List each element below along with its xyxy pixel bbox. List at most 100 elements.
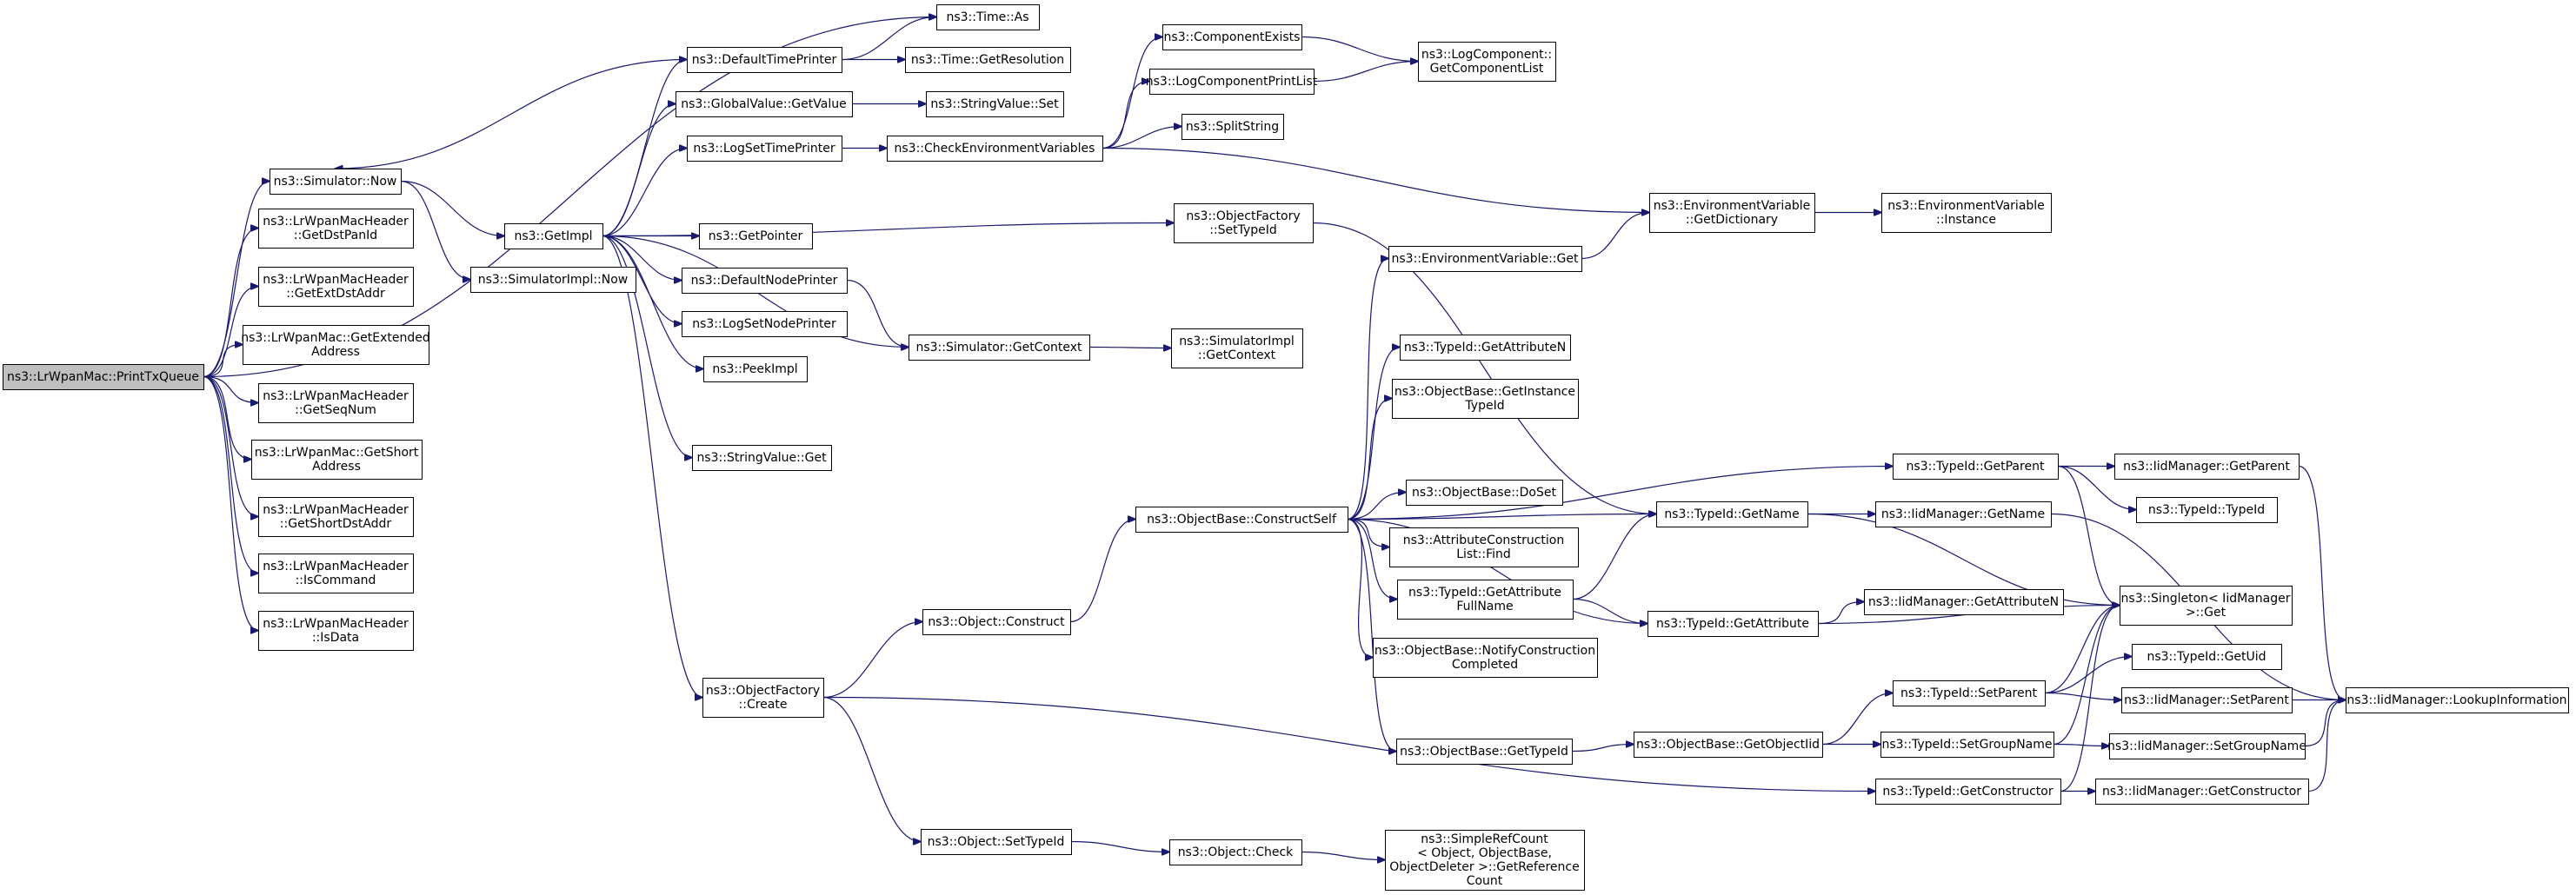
node-ns3-simulatorimpl-getcontext[interactable]: ns3::SimulatorImpl::GetContext: [1171, 328, 1303, 368]
edge-constructself-to-attrconstructionfind: [1347, 518, 1389, 547]
node-ns3-logsetnodeprinter[interactable]: ns3::LogSetNodePrinter: [682, 311, 848, 337]
node-box: [887, 136, 1103, 162]
node-ns3-iidmanager-setparent[interactable]: ns3::IidManager::SetParent: [2121, 687, 2293, 713]
node-box: [936, 4, 1040, 30]
node-ns3-objectfactory-settypeid[interactable]: ns3::ObjectFactory::SetTypeId: [1174, 203, 1314, 243]
node-ns3-typeid-setgroupname[interactable]: ns3::TypeId::SetGroupName: [1880, 732, 2054, 758]
node-ns3-componentexists[interactable]: ns3::ComponentExists: [1162, 24, 1302, 50]
node-box: [922, 609, 1071, 635]
node-ns3-objectbase-constructself[interactable]: ns3::ObjectBase::ConstructSelf: [1135, 507, 1348, 533]
node-ns3-simplerefcount-object-objectbase-objectdeleter-getreferencecount[interactable]: ns3::SimpleRefCount< Object, ObjectBase,…: [1385, 830, 1585, 891]
node-ns3-objectbase-getobjectiid[interactable]: ns3::ObjectBase::GetObjectIid: [1634, 732, 1823, 758]
node-label: ::GetContext: [1198, 348, 1276, 362]
node-ns3-globalvalue-getvalue[interactable]: ns3::GlobalValue::GetValue: [676, 91, 853, 117]
node-ns3-environmentvariable-get[interactable]: ns3::EnvironmentVariable::Get: [1388, 246, 1582, 272]
node-ns3-stringvalue-set[interactable]: ns3::StringValue::Set: [926, 91, 1064, 117]
node-box: [676, 91, 853, 117]
edge-root-to-iscommand: [203, 375, 258, 573]
node-ns3-logcomponentprintlist[interactable]: ns3::LogComponentPrintList: [1146, 69, 1318, 95]
node-label: ns3::IidManager::GetName: [1881, 507, 2045, 521]
node-ns3-iidmanager-setgroupname[interactable]: ns3::IidManager::SetGroupName: [2107, 733, 2306, 759]
node-ns3-typeid-getattribute[interactable]: ns3::TypeId::GetAttribute: [1647, 611, 1819, 637]
node-label: ::IsData: [312, 631, 359, 645]
node-ns3-getimpl[interactable]: ns3::GetImpl: [504, 223, 603, 249]
node-ns3-object-check[interactable]: ns3::Object::Check: [1169, 839, 1302, 865]
node-ns3-lrwpanmacheader-getextdstaddr[interactable]: ns3::LrWpanMacHeader::GetExtDstAddr: [258, 267, 414, 307]
node-box: [1400, 335, 1571, 361]
node-ns3-logsettimeprinter[interactable]: ns3::LogSetTimePrinter: [687, 136, 842, 162]
node-box: [1864, 589, 2064, 615]
node-ns3-checkenvironmentvariables[interactable]: ns3::CheckEnvironmentVariables: [887, 136, 1103, 162]
edge-getimpl-to-defaultnodeprinter: [602, 235, 682, 281]
node-label: ns3::Object::Construct: [928, 615, 1065, 629]
node-ns3-singleton-iidmanager-get[interactable]: ns3::Singleton< IidManager>::Get: [2120, 586, 2293, 626]
node-label: ns3::GetPointer: [709, 229, 803, 243]
node-box: [921, 829, 1072, 855]
node-label: ns3::TypeId::SetGroupName: [1881, 738, 2052, 752]
node-ns3-iidmanager-getconstructor[interactable]: ns3::IidManager::GetConstructor: [2095, 779, 2309, 805]
node-ns3-typeid-getattributen[interactable]: ns3::TypeId::GetAttributeN: [1400, 335, 1571, 361]
edge-logcompprintlist-to-getcomplist: [1313, 62, 1418, 83]
node-ns3-time-getresolution[interactable]: ns3::Time::GetResolution: [905, 47, 1071, 73]
node-ns3-environmentvariable-getdictionary[interactable]: ns3::EnvironmentVariable::GetDictionary: [1649, 193, 1815, 233]
edge-checkenv-to-splitstring: [1102, 127, 1181, 149]
node-ns3-time-as[interactable]: ns3::Time::As: [936, 4, 1040, 30]
node-ns3-lrwpanmacheader-isdata[interactable]: ns3::LrWpanMacHeader::IsData: [258, 611, 414, 651]
node-ns3-logcomponent-getcomponentlist[interactable]: ns3::LogComponent::GetComponentList: [1418, 42, 1556, 82]
node-ns3-lrwpanmac-printtxqueue[interactable]: ns3::LrWpanMac::PrintTxQueue: [3, 364, 204, 390]
node-ns3-peekimpl[interactable]: ns3::PeekImpl: [703, 356, 808, 382]
edge-constructself-to-objbasegettypeid: [1347, 518, 1396, 752]
node-label: ns3::TypeId::GetName: [1664, 507, 1799, 521]
node-ns3-simulatorimpl-now[interactable]: ns3::SimulatorImpl::Now: [470, 267, 636, 293]
node-box: [3, 364, 204, 390]
edge-constructself-to-typeidgetname: [1347, 514, 1656, 520]
node-ns3-object-construct[interactable]: ns3::Object::Construct: [922, 609, 1071, 635]
node-ns3-object-settypeid[interactable]: ns3::Object::SetTypeId: [921, 829, 1072, 855]
node-ns3-simulator-now[interactable]: ns3::Simulator::Now: [270, 169, 402, 195]
node-box: [699, 223, 813, 249]
node-ns3-defaultnodeprinter[interactable]: ns3::DefaultNodePrinter: [682, 268, 848, 294]
node-ns3-typeid-getname[interactable]: ns3::TypeId::GetName: [1656, 501, 1808, 527]
node-ns3-simulator-getcontext[interactable]: ns3::Simulator::GetContext: [909, 335, 1090, 361]
node-label: ns3::LrWpanMacHeader: [263, 273, 409, 287]
edge-checkenv-to-compexists: [1102, 37, 1162, 149]
node-ns3-lrwpanmacheader-getseqnum[interactable]: ns3::LrWpanMacHeader::GetSeqNum: [258, 383, 414, 423]
node-ns3-typeid-getuid[interactable]: ns3::TypeId::GetUid: [2132, 644, 2282, 670]
node-label: ns3::SimulatorImpl: [1179, 335, 1295, 348]
node-ns3-objectfactory-create[interactable]: ns3::ObjectFactory::Create: [702, 678, 824, 718]
node-label: ns3::Simulator::GetContext: [915, 341, 1082, 355]
node-ns3-splitstring[interactable]: ns3::SplitString: [1181, 114, 1284, 140]
node-ns3-iidmanager-lookupinformation[interactable]: ns3::IidManager::LookupInformation: [2346, 687, 2569, 713]
node-ns3-environmentvariable-instance[interactable]: ns3::EnvironmentVariable::Instance: [1881, 193, 2052, 233]
node-ns3-objectbase-gettypeid[interactable]: ns3::ObjectBase::GetTypeId: [1396, 739, 1573, 765]
node-ns3-lrwpanmacheader-getshortdstaddr[interactable]: ns3::LrWpanMacHeader::GetShortDstAddr: [258, 497, 414, 537]
node-ns3-getpointer[interactable]: ns3::GetPointer: [699, 223, 813, 249]
node-ns3-lrwpanmacheader-iscommand[interactable]: ns3::LrWpanMacHeader::IsCommand: [258, 554, 414, 593]
node-ns3-objectbase-notifyconstructioncompleted[interactable]: ns3::ObjectBase::NotifyConstructionCompl…: [1373, 638, 1598, 678]
node-ns3-typeid-setparent[interactable]: ns3::TypeId::SetParent: [1893, 680, 2046, 706]
node-ns3-iidmanager-getattributen[interactable]: ns3::IidManager::GetAttributeN: [1864, 589, 2064, 615]
node-ns3-iidmanager-getparent[interactable]: ns3::IidManager::GetParent: [2114, 454, 2300, 480]
node-label: ns3::IidManager::LookupInformation: [2346, 693, 2566, 707]
node-ns3-typeid-typeid[interactable]: ns3::TypeId::TypeId: [2136, 497, 2278, 523]
node-ns3-typeid-getconstructor[interactable]: ns3::TypeId::GetConstructor: [1875, 779, 2061, 805]
node-ns3-lrwpanmacheader-getdstpanid[interactable]: ns3::LrWpanMacHeader::GetDstPanId: [258, 209, 414, 249]
node-box: [2114, 454, 2300, 480]
node-ns3-iidmanager-getname[interactable]: ns3::IidManager::GetName: [1875, 501, 2052, 527]
node-label: ns3::IidManager::GetAttributeN: [1868, 595, 2059, 609]
node-box: [687, 136, 842, 162]
node-ns3-stringvalue-get[interactable]: ns3::StringValue::Get: [692, 445, 832, 471]
node-ns3-objectbase-doset[interactable]: ns3::ObjectBase::DoSet: [1406, 480, 1563, 506]
node-ns3-typeid-getparent[interactable]: ns3::TypeId::GetParent: [1893, 454, 2059, 480]
node-label: ns3::TypeId::SetParent: [1900, 686, 2037, 700]
node-ns3-defaulttimeprinter[interactable]: ns3::DefaultTimePrinter: [687, 47, 842, 73]
node-box: [1893, 454, 2059, 480]
node-box: [1174, 203, 1314, 243]
node-label: ::GetDstPanId: [294, 229, 377, 242]
